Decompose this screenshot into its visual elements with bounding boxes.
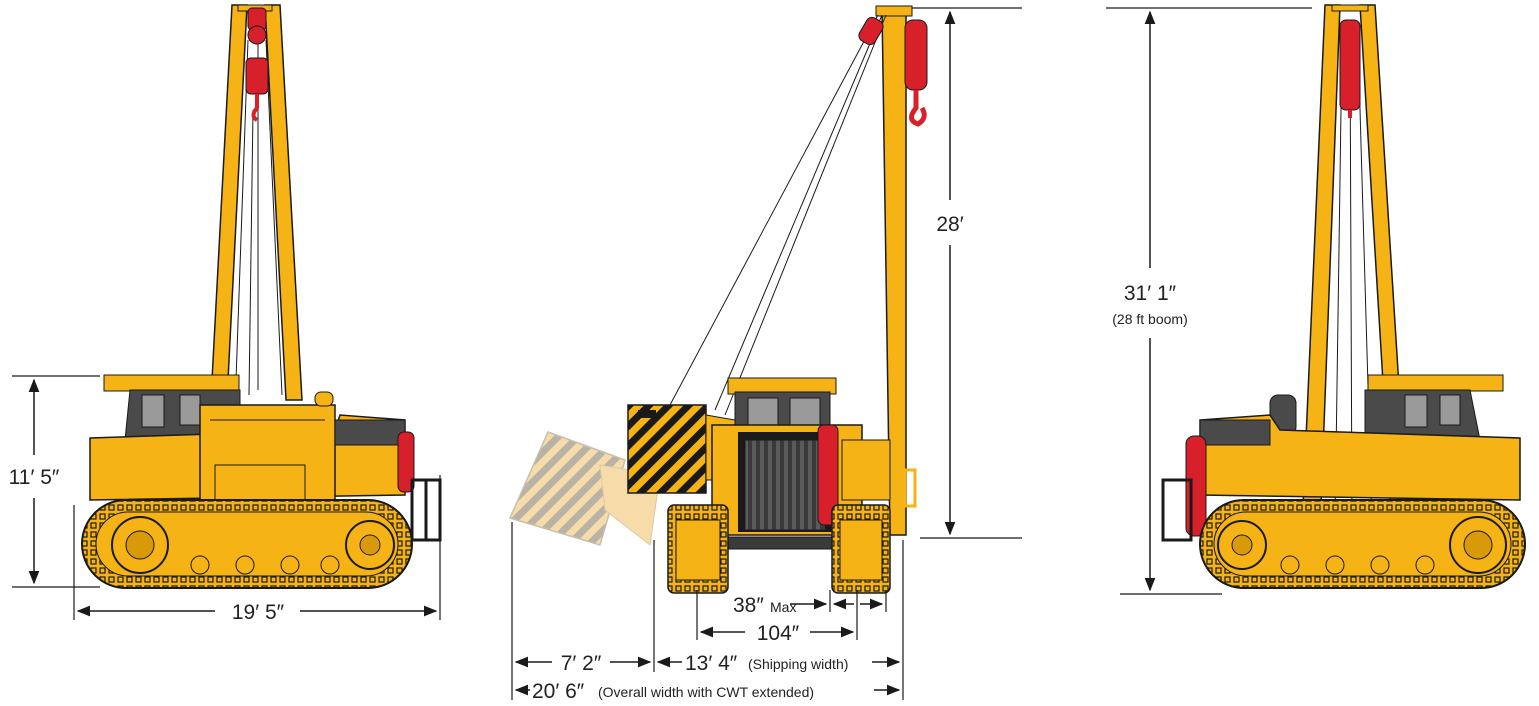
front-track-left xyxy=(667,504,729,594)
track-width-note: Max xyxy=(770,599,796,615)
right-body xyxy=(1161,374,1521,542)
front-reference-lines xyxy=(511,522,904,700)
left-height-dimension: 11′ 5″ xyxy=(9,375,100,588)
front-body xyxy=(689,377,891,550)
front-track-right xyxy=(831,504,891,594)
shipping-width-value: 13′ 4″ xyxy=(685,652,738,675)
front-boom xyxy=(669,5,928,536)
left-length-label: 19′ 5″ xyxy=(232,601,285,624)
overall-height-note: (28 ft boom) xyxy=(1112,311,1187,327)
left-hook-block xyxy=(245,7,269,122)
track-width-value: 38″ xyxy=(733,594,764,617)
left-body xyxy=(89,374,442,542)
track-width-dimension: 38″ Max xyxy=(733,594,884,617)
left-side-view: 11′ 5″ 19′ 5″ xyxy=(9,4,442,624)
overall-height-label: 31′ 1″ xyxy=(1124,282,1177,305)
gauge-label: 104″ xyxy=(757,622,800,645)
front-view: 28′ 38″ Max 104″ xyxy=(508,5,1022,703)
right-track xyxy=(1199,499,1526,589)
boom-length-label: 28′ xyxy=(936,213,963,236)
front-boom-dimension: 28′ xyxy=(912,7,1022,539)
gauge-dimension: 104″ xyxy=(699,622,855,645)
counterweight-offset-dimension: 7′ 2″ xyxy=(514,652,652,675)
left-track xyxy=(81,499,413,589)
shipping-width-note: (Shipping width) xyxy=(748,656,848,672)
left-length-dimension: 19′ 5″ xyxy=(73,475,441,624)
overall-width-note: (Overall width with CWT extended) xyxy=(598,684,814,700)
shipping-width-dimension: 13′ 4″ (Shipping width) xyxy=(656,652,901,675)
right-side-view: 31′ 1″ (28 ft boom) xyxy=(1106,4,1526,595)
counterweight-offset-label: 7′ 2″ xyxy=(561,652,602,675)
right-height-dimension: 31′ 1″ (28 ft boom) xyxy=(1106,7,1312,595)
overall-width-value: 20′ 6″ xyxy=(532,680,585,703)
overall-width-dimension: 20′ 6″ (Overall width with CWT extended) xyxy=(514,680,901,703)
left-height-label: 11′ 5″ xyxy=(9,466,60,489)
